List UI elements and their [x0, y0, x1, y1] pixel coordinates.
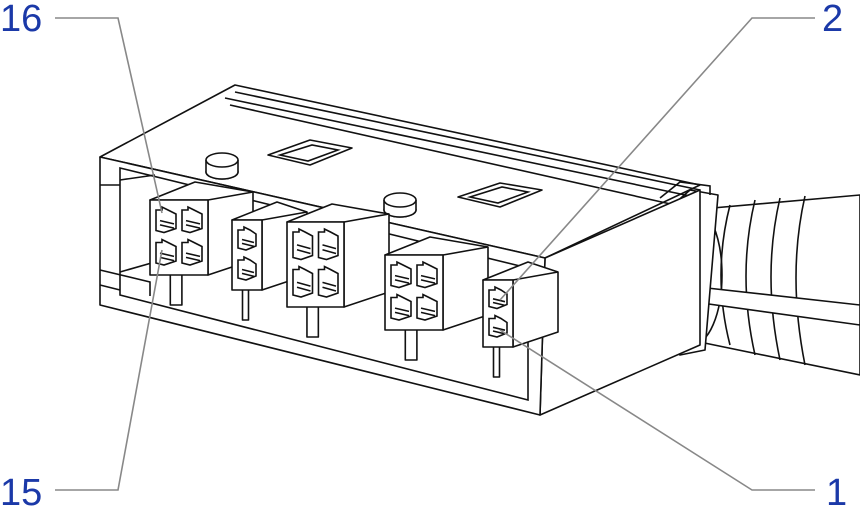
- terminal-cavity: [237, 225, 257, 251]
- terminal-module: [384, 236, 489, 361]
- callout-1: 1: [826, 472, 848, 513]
- terminal-cavity: [416, 293, 438, 321]
- terminal-cavity: [488, 285, 508, 310]
- terminal-cavity: [181, 238, 203, 266]
- terminal-modules: [149, 181, 559, 378]
- latch-window: [457, 182, 543, 208]
- terminal-cavity: [317, 265, 339, 298]
- terminal-cavity: [488, 314, 508, 338]
- top-peg: [383, 192, 417, 218]
- terminal-module: [286, 203, 390, 338]
- terminal-cavity: [317, 227, 339, 261]
- terminal-cavity: [237, 255, 257, 281]
- terminal-cavity: [390, 293, 412, 321]
- top-peg: [205, 152, 239, 180]
- terminal-cavity: [181, 205, 203, 234]
- leader-lines: [55, 17, 815, 491]
- terminal-cavity: [292, 227, 314, 261]
- terminal-cavity: [292, 265, 314, 298]
- callout-2: 2: [822, 0, 844, 40]
- callout-16: 16: [0, 0, 43, 40]
- terminal-cavity: [390, 260, 412, 289]
- terminal-cavity: [416, 260, 438, 289]
- terminal-cavity: [155, 238, 177, 266]
- terminal-cavity: [155, 205, 177, 234]
- latch-window: [267, 139, 353, 166]
- callout-15: 15: [0, 472, 43, 513]
